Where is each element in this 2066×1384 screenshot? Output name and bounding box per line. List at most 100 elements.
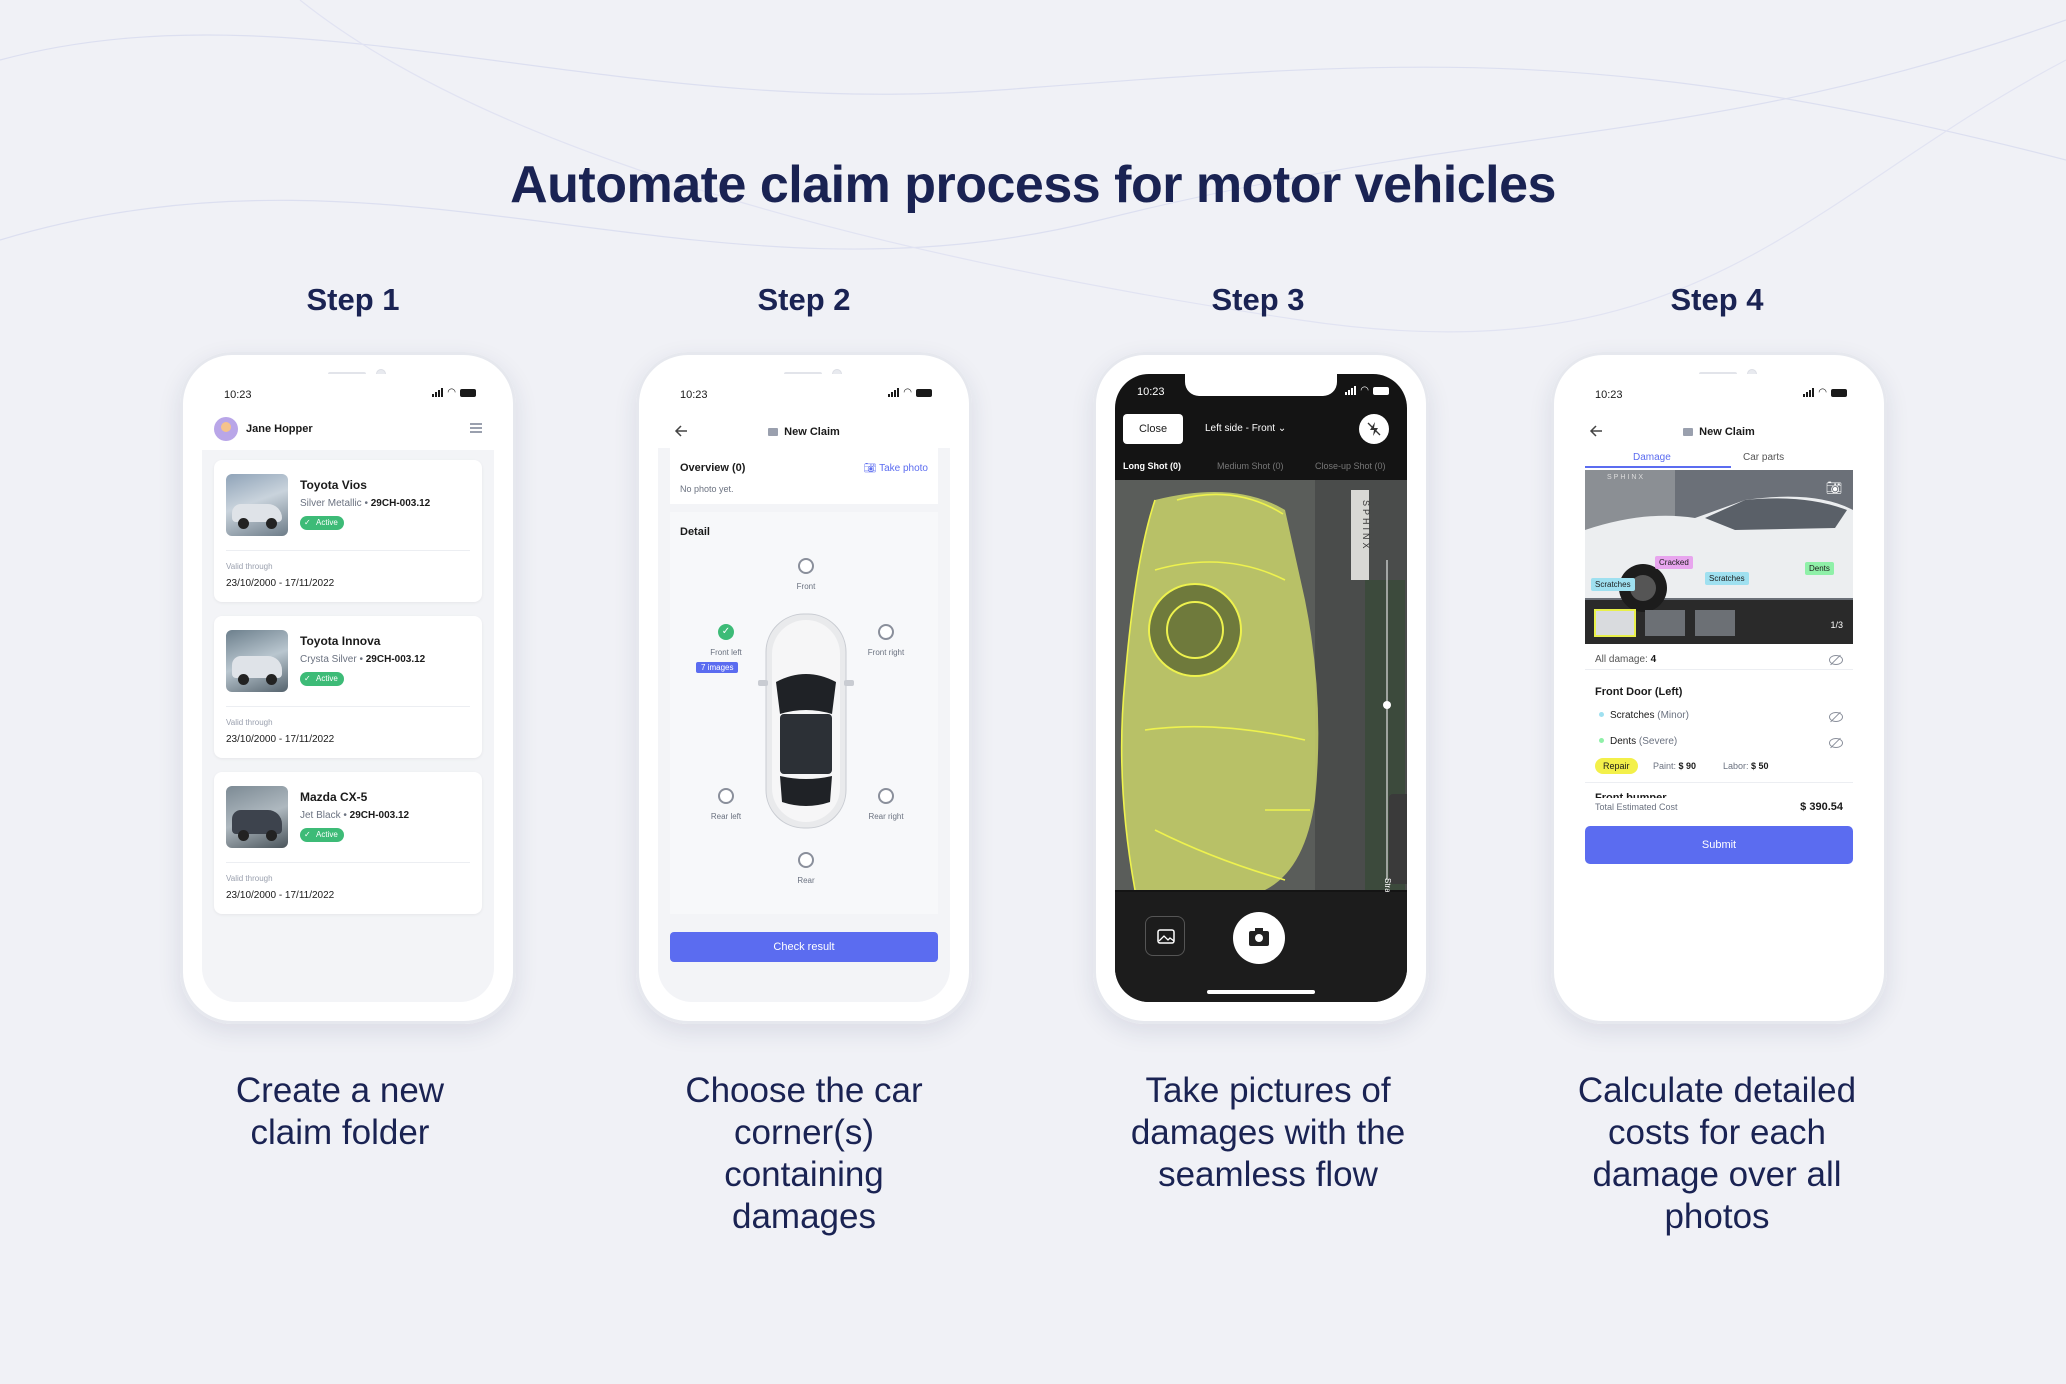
vehicle-card[interactable]: Mazda CX-5 Jet Black • 29CH-003.12 Activ… (214, 772, 482, 914)
caption-line: seamless flow (1158, 1155, 1378, 1194)
active-tab-indicator (1585, 466, 1731, 468)
overview-title: Overview (0) (680, 462, 746, 474)
tab-long-shot[interactable]: Long Shot (0) (1123, 461, 1181, 471)
corner-front-left-check[interactable]: ✓ (718, 624, 734, 640)
corner-rear-left-label: Rear left (710, 812, 742, 821)
damage-tag-scratches[interactable]: Scratches (1705, 572, 1749, 585)
camera-icon[interactable]: 📷︎ (1825, 480, 1843, 495)
screen-step-4: 10:23 ◠ New Claim Damage Car parts (1573, 374, 1865, 1002)
caption-line: Create a new (235, 1071, 445, 1110)
damage-severity: (Severe) (1638, 736, 1678, 747)
tab-close-up-shot[interactable]: Close-up Shot (0) (1315, 461, 1386, 471)
user-avatar[interactable] (214, 417, 238, 441)
status-time: 10:23 (224, 389, 252, 401)
shutter-button[interactable] (1233, 912, 1285, 964)
vehicle-plate: 29CH-003.12 (349, 810, 410, 821)
battery-icon (916, 389, 932, 397)
caption-line: Calculate detailed (1577, 1071, 1857, 1110)
back-arrow-icon[interactable] (1589, 424, 1603, 438)
back-arrow-icon[interactable] (674, 424, 688, 438)
status-icons: ◠ (1345, 386, 1389, 396)
phone-step-2: 10:23 ◠ New Claim Overview (0) 📷︎ Take p… (636, 352, 972, 1024)
corner-rear-right-radio[interactable] (878, 788, 894, 804)
vehicle-name: Toyota Vios (300, 478, 367, 492)
status-time: 10:23 (1137, 386, 1165, 398)
folder-icon (1683, 428, 1694, 436)
screen-step-1: 10:23 ◠ Jane Hopper Toyota Vios Silver M… (202, 374, 494, 1002)
signal-icon (432, 388, 444, 397)
status-icons: ◠ (1803, 388, 1847, 398)
detail-title: Detail (680, 526, 710, 538)
divider (1585, 782, 1853, 783)
detail-section: Detail Front ✓ Front left 7 images Fro (670, 512, 938, 914)
all-damage-summary: All damage: 4 (1595, 654, 1656, 665)
total-cost-label: Total Estimated Cost (1595, 802, 1678, 812)
step-3-title: Step 3 (1211, 282, 1305, 317)
app-header: Jane Hopper (214, 416, 482, 442)
caption-line: corner(s) (733, 1113, 875, 1152)
nav-bar: New Claim (1573, 416, 1865, 446)
submit-button[interactable]: Submit (1585, 826, 1853, 864)
vehicle-details: Jet Black • 29CH-003.12 (300, 810, 410, 821)
nav-title-text: New Claim (784, 426, 840, 438)
damage-tag-scratches[interactable]: Scratches (1591, 578, 1635, 591)
valid-dates: 23/10/2000 - 17/11/2022 (226, 734, 335, 745)
labor-value: $ 50 (1751, 761, 1769, 771)
valid-through-label: Valid through (226, 562, 273, 571)
take-photo-link[interactable]: 📷︎ Take photo (864, 463, 928, 474)
damage-photo-viewer[interactable]: SPHINX Cracked Scratches Scratches Dents… (1585, 470, 1853, 644)
damage-tag-cracked[interactable]: Cracked (1655, 556, 1693, 569)
vehicle-card[interactable]: Toyota Innova Crysta Silver • 29CH-003.1… (214, 616, 482, 758)
phone-step-1: 10:23 ◠ Jane Hopper Toyota Vios Silver M… (180, 352, 516, 1024)
hamburger-menu-icon[interactable] (470, 423, 482, 433)
vehicle-details: Silver Metallic • 29CH-003.12 (300, 498, 431, 509)
check-result-button[interactable]: Check result (670, 932, 938, 962)
phone-step-4: 10:23 ◠ New Claim Damage Car parts (1551, 352, 1887, 1024)
gallery-button[interactable] (1145, 916, 1185, 956)
caption-line: containing (724, 1155, 884, 1194)
eye-off-icon[interactable] (1829, 738, 1843, 748)
damage-item: Dents (Severe) (1599, 736, 1677, 747)
vehicle-card[interactable]: Toyota Vios Silver Metallic • 29CH-003.1… (214, 460, 482, 602)
repair-badge[interactable]: Repair (1595, 758, 1638, 774)
corner-rear-left-radio[interactable] (718, 788, 734, 804)
camera-viewfinder[interactable]: SPHINX (1115, 480, 1407, 890)
status-badge: Active (300, 672, 344, 686)
total-cost-row: Total Estimated Cost $ 390.54 (1585, 798, 1853, 818)
corner-front-radio[interactable] (798, 558, 814, 574)
vehicle-name: Toyota Innova (300, 634, 381, 648)
car-top-view-illustration (758, 613, 854, 829)
flash-off-button[interactable] (1359, 414, 1389, 444)
tab-medium-shot[interactable]: Medium Shot (0) (1217, 461, 1284, 471)
nav-title-text: New Claim (1699, 426, 1755, 438)
straight-frame-toggle[interactable]: Straight frame (1383, 794, 1407, 928)
step-4-caption: Calculate detailed costs for each damage… (1527, 1070, 1907, 1238)
corner-front-right-radio[interactable] (878, 624, 894, 640)
close-button[interactable]: Close (1123, 414, 1183, 444)
valid-dates: 23/10/2000 - 17/11/2022 (226, 578, 335, 589)
angle-selector[interactable]: Left side - Front ⌄ (1205, 423, 1286, 434)
nav-bar: New Claim (658, 416, 950, 446)
signal-icon (1345, 386, 1357, 395)
background-sign-text: SPHINX (1361, 500, 1371, 552)
result-tabs: Damage Car parts (1585, 448, 1853, 468)
eye-off-icon[interactable] (1829, 655, 1843, 665)
claim-body: Overview (0) 📷︎ Take photo No photo yet.… (658, 448, 950, 1002)
corner-rear-label: Rear (797, 876, 815, 885)
tab-car-parts[interactable]: Car parts (1743, 452, 1785, 463)
damage-dot (1599, 712, 1604, 717)
wifi-icon: ◠ (447, 387, 456, 398)
labor-cost: Labor: $ 50 (1723, 761, 1769, 771)
background-sign-text: SPHINX (1607, 474, 1646, 481)
corner-rear-radio[interactable] (798, 852, 814, 868)
vehicle-details: Crysta Silver • 29CH-003.12 (300, 654, 426, 665)
vehicle-color: Silver Metallic (300, 498, 362, 509)
angle-selector-label: Left side - Front (1205, 423, 1276, 434)
vehicle-photo (226, 786, 288, 848)
images-count-badge: 7 images (696, 662, 739, 673)
eye-off-icon[interactable] (1829, 712, 1843, 722)
tab-damage[interactable]: Damage (1633, 452, 1671, 463)
damage-tag-dents[interactable]: Dents (1805, 562, 1834, 575)
page-headline: Automate claim process for motor vehicle… (510, 156, 1556, 214)
